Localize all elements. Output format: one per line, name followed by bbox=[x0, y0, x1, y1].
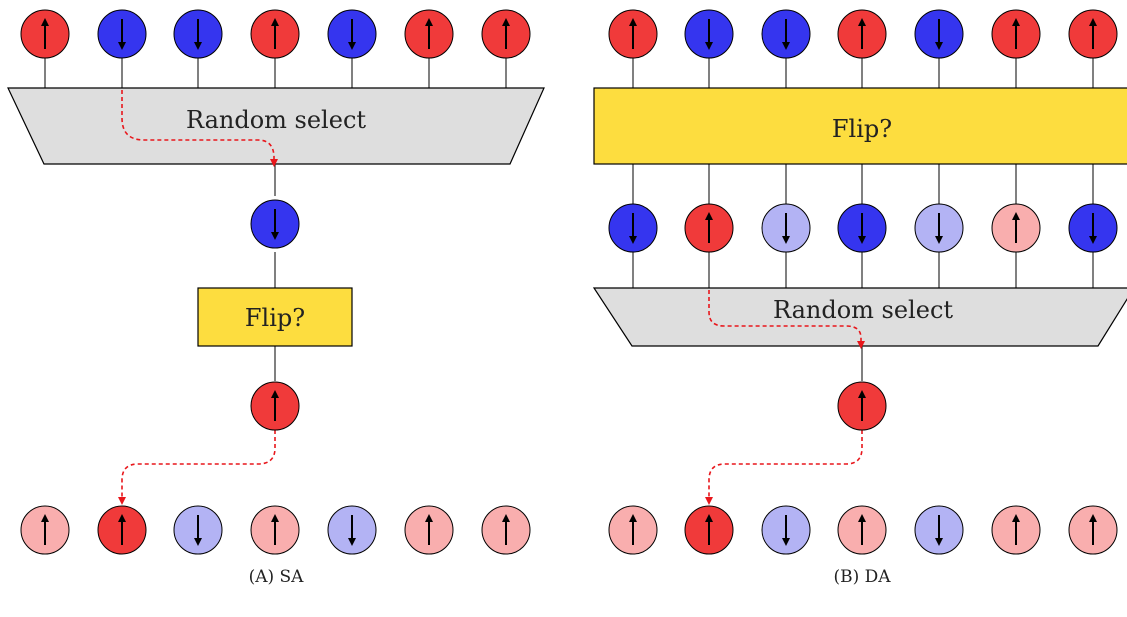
panel-b-input-spins bbox=[608, 9, 1118, 59]
panel-a-selected-spin-group bbox=[250, 199, 300, 249]
panel-a-input-spin-5 bbox=[327, 9, 377, 59]
panel-a-output-spin-3 bbox=[173, 505, 223, 555]
panel-b-input-spin-7 bbox=[1068, 9, 1118, 59]
panel-a-flipped-spin-group bbox=[250, 381, 300, 431]
panel-a-flip-block bbox=[197, 287, 353, 347]
panel-a-flipped-spin bbox=[250, 381, 300, 431]
panel-a-output-spin-2 bbox=[97, 505, 147, 555]
panel-a-output-spins bbox=[20, 505, 531, 555]
panel-b-random-select-block bbox=[592, 287, 1127, 347]
panel-b-trial-spins bbox=[608, 203, 1118, 253]
panel-b-output-spin-6 bbox=[991, 505, 1041, 555]
panel-b-output-spin-5 bbox=[914, 505, 964, 555]
panel-b-random-select-label: Random select bbox=[773, 296, 953, 324]
panel-a-flip-label: Flip? bbox=[245, 304, 305, 332]
panel-b-flip-block bbox=[593, 87, 1127, 165]
panel-b-trial-spin-3 bbox=[761, 203, 811, 253]
panel-a-input-spin-1 bbox=[20, 9, 70, 59]
panel-a-input-spin-2 bbox=[97, 9, 147, 59]
panel-a-output-spin-7 bbox=[481, 505, 531, 555]
panel-b-input-spin-1 bbox=[608, 9, 658, 59]
panel-a-selected-spin bbox=[250, 199, 300, 249]
panel-a-selection-path bbox=[121, 90, 278, 167]
panel-b-output-spin-3 bbox=[761, 505, 811, 555]
panel-b-input-spin-6 bbox=[991, 9, 1041, 59]
panel-b-flip-label: Flip? bbox=[832, 115, 892, 143]
panel-a-input-spin-6 bbox=[404, 9, 454, 59]
panel-a-random-select-block bbox=[7, 87, 545, 165]
panel-b-input-spin-3 bbox=[761, 9, 811, 59]
panel-b-selected-spin-group bbox=[837, 381, 887, 431]
panel-a-caption: (A) SA bbox=[249, 567, 305, 587]
panel-b-input-spin-5 bbox=[914, 9, 964, 59]
panel-b-trial-spin-6 bbox=[991, 203, 1041, 253]
panel-a-input-spins bbox=[20, 9, 531, 59]
panel-b-output-spin-2 bbox=[684, 505, 734, 555]
panel-b-trial-spin-2 bbox=[684, 203, 734, 253]
panel-a-output-spin-5 bbox=[327, 505, 377, 555]
panel-a-output-spin-1 bbox=[20, 505, 70, 555]
panel-a-random-select-label: Random select bbox=[186, 106, 366, 134]
panel-b-caption: (B) DA bbox=[833, 567, 891, 587]
panel-a-input-spin-3 bbox=[173, 9, 223, 59]
panel-a-output-spin-6 bbox=[404, 505, 454, 555]
panel-b-trial-spin-4 bbox=[837, 203, 887, 253]
panel-b: Flip? Random select (B) DA bbox=[592, 9, 1127, 587]
panel-b-input-spin-2 bbox=[684, 9, 734, 59]
panel-a-input-spin-7 bbox=[481, 9, 531, 59]
panel-b-output-spins bbox=[608, 505, 1118, 555]
panel-b-output-spin-7 bbox=[1068, 505, 1118, 555]
panel-b-selection-path bbox=[708, 290, 865, 349]
panel-a-input-spin-4 bbox=[250, 9, 300, 59]
panel-b-output-spin-4 bbox=[837, 505, 887, 555]
panel-b-trial-spin-7 bbox=[1068, 203, 1118, 253]
panel-b-return-path bbox=[705, 430, 863, 505]
panel-a-output-spin-4 bbox=[250, 505, 300, 555]
panel-b-input-spin-4 bbox=[837, 9, 887, 59]
panel-a: Random select Flip? (A) SA bbox=[7, 9, 545, 587]
panel-b-trial-spin-1 bbox=[608, 203, 658, 253]
panel-b-selected-spin bbox=[837, 381, 887, 431]
panel-b-trial-spin-5 bbox=[914, 203, 964, 253]
panel-a-return-path bbox=[118, 430, 276, 505]
panel-b-output-spin-1 bbox=[608, 505, 658, 555]
